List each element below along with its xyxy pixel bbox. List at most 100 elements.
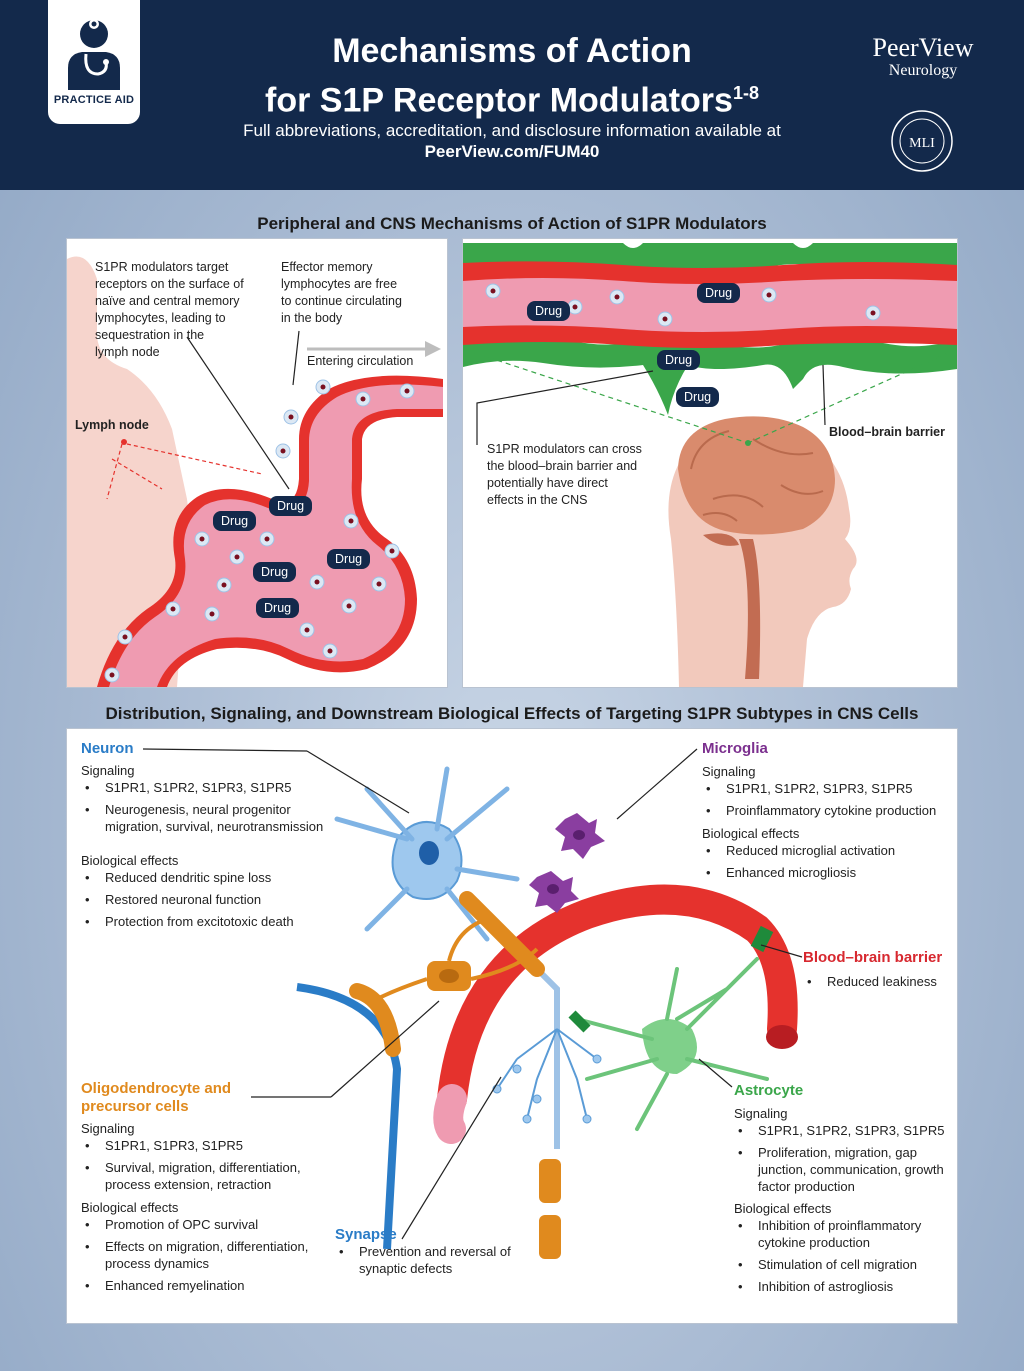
list-item: Reduced microglial activation: [702, 842, 952, 859]
list-item: Inhibition of astrogliosis: [734, 1278, 952, 1295]
cns-cells-illustration: [142, 748, 803, 1259]
effector-memory-text: Effector memory lymphocytes are free to …: [281, 259, 431, 327]
bbb-cross-line: potentially have direct: [487, 476, 608, 490]
bbb-illustration: [463, 243, 957, 687]
bbb-cross-text: S1PR modulators can cross the blood–brai…: [487, 441, 667, 509]
page-title: Mechanisms of Action for S1P Receptor Mo…: [200, 30, 824, 121]
oligo-effects-list: Promotion of OPC survival Effects on mig…: [81, 1216, 331, 1299]
sequestration-line: sequestration in the: [95, 328, 205, 342]
drug-badge: Drug: [697, 283, 741, 303]
drug-badge: Drug: [269, 496, 313, 516]
sequestration-text: S1PR modulators target receptors on the …: [95, 259, 265, 361]
brand-name: PeerView: [872, 33, 974, 62]
oligo-effects-label: Biological effects: [81, 1200, 179, 1215]
microglia-signaling-list: S1PR1, S1PR2, S1PR3, S1PR5 Proinflammato…: [702, 780, 952, 824]
subtitle: Full abbreviations, accreditation, and d…: [150, 120, 874, 162]
bbb-title: Blood–brain barrier: [803, 949, 943, 966]
list-item: S1PR1, S1PR2, S1PR3, S1PR5: [734, 1122, 952, 1139]
list-item: Proinflammatory cytokine production: [702, 802, 952, 819]
drug-badge: Drug: [676, 387, 720, 407]
list-item: Reduced leakiness: [803, 973, 953, 990]
list-item: Effects on migration, differentiation, p…: [81, 1238, 331, 1272]
list-item: Survival, migration, differentiation, pr…: [81, 1159, 321, 1193]
title-line-2: for S1P Receptor Modulators1-8: [200, 72, 824, 121]
bbb-effects-list: Reduced leakiness: [803, 973, 953, 995]
sequestration-line: lymph node: [95, 345, 160, 359]
seal-text: MLI: [909, 136, 935, 151]
mli-seal-icon: MLI: [891, 110, 953, 172]
astrocyte-effects-list: Inhibition of proinflammatory cytokine p…: [734, 1217, 952, 1300]
bbb-cross-line: effects in the CNS: [487, 493, 588, 507]
oligodendrocyte-title-line: precursor cells: [81, 1098, 189, 1115]
synapse-effects-list: Prevention and reversal of synaptic defe…: [335, 1243, 535, 1282]
drug-badge: Drug: [527, 301, 571, 321]
list-item: Prevention and reversal of synaptic defe…: [335, 1243, 535, 1277]
blood-brain-barrier-panel: Drug Drug Drug Drug S1PR modulators can …: [462, 238, 958, 688]
list-item: Restored neuronal function: [81, 891, 331, 908]
peerview-logo: PeerView Neurology: [858, 34, 988, 80]
list-item: Reduced dendritic spine loss: [81, 869, 331, 886]
list-item: S1PR1, S1PR2, S1PR3, S1PR5: [702, 780, 952, 797]
list-item: Enhanced microgliosis: [702, 864, 952, 881]
subtitle-link[interactable]: PeerView.com/FUM40: [150, 141, 874, 162]
drug-badge: Drug: [256, 598, 300, 618]
sequestration-line: receptors on the surface of: [95, 277, 244, 291]
bbb-cross-line: the blood–brain barrier and: [487, 459, 638, 473]
astrocyte-effects-label: Biological effects: [734, 1201, 832, 1216]
drug-badge: Drug: [253, 562, 297, 582]
list-item: S1PR1, S1PR2, S1PR3, S1PR5: [81, 779, 331, 796]
cns-section-title: Distribution, Signaling, and Downstream …: [105, 704, 919, 723]
effector-line: in the body: [281, 311, 343, 325]
effector-line: Effector memory: [281, 260, 373, 274]
oligodendrocyte-title: Oligodendrocyte and precursor cells: [81, 1080, 231, 1116]
entering-circulation-label: Entering circulation: [307, 354, 414, 368]
sequestration-line: naïve and central memory: [95, 294, 240, 308]
astrocyte-title: Astrocyte: [734, 1082, 804, 1099]
list-item: Enhanced remyelination: [81, 1277, 331, 1294]
list-item: Protection from excitotoxic death: [81, 913, 331, 930]
sequestration-line: lymphocytes, leading to: [95, 311, 226, 325]
microglia-title: Microglia: [702, 740, 768, 757]
synapse-title: Synapse: [335, 1226, 397, 1243]
neuron-effects-label: Biological effects: [81, 853, 179, 868]
effector-line: to continue circulating: [281, 294, 402, 308]
bbb-label: Blood–brain barrier: [829, 425, 945, 439]
list-item: S1PR1, S1PR3, S1PR5: [81, 1137, 321, 1154]
lymph-node-illustration: [67, 256, 443, 687]
astrocyte-signaling-label: Signaling: [734, 1106, 788, 1121]
list-item: Proliferation, migration, gap junction, …: [734, 1144, 952, 1195]
title-reference: 1-8: [732, 83, 759, 103]
drug-badge: Drug: [657, 350, 701, 370]
cns-cells-panel: Neuron Signaling S1PR1, S1PR2, S1PR3, S1…: [66, 728, 958, 1324]
badge-label: PRACTICE AID: [53, 94, 135, 106]
subtitle-link-text[interactable]: PeerView.com/FUM40: [424, 142, 600, 161]
lymph-node-panel: S1PR modulators target receptors on the …: [66, 238, 448, 688]
practice-aid-badge: PRACTICE AID: [48, 0, 140, 124]
list-item: Neurogenesis, neural progenitor migratio…: [81, 801, 331, 835]
microglia-effects-label: Biological effects: [702, 826, 800, 841]
list-item: Inhibition of proinflammatory cytokine p…: [734, 1217, 952, 1251]
drug-badge: Drug: [327, 549, 371, 569]
microglia-effects-list: Reduced microglial activation Enhanced m…: [702, 842, 952, 886]
neuron-signaling-label: Signaling: [81, 763, 135, 778]
doctor-icon: [68, 19, 120, 90]
brand-sub: Neurology: [888, 62, 958, 79]
list-item: Promotion of OPC survival: [81, 1216, 331, 1233]
peripheral-section-title: Peripheral and CNS Mechanisms of Action …: [257, 214, 767, 233]
sequestration-line: S1PR modulators target: [95, 260, 229, 274]
subtitle-line-1: Full abbreviations, accreditation, and d…: [243, 121, 781, 140]
lymph-node-label: Lymph node: [75, 418, 149, 432]
effector-line: lymphocytes are free: [281, 277, 398, 291]
title-line-1: Mechanisms of Action: [332, 32, 692, 70]
list-item: Stimulation of cell migration: [734, 1256, 952, 1273]
title-line-2-text: for S1P Receptor Modulators: [265, 81, 733, 120]
header-banner: PRACTICE AID Mechanisms of Action for S1…: [0, 0, 1024, 190]
neuron-title: Neuron: [81, 740, 134, 757]
oligo-signaling-list: S1PR1, S1PR3, S1PR5 Survival, migration,…: [81, 1137, 321, 1198]
bbb-cross-line: S1PR modulators can cross: [487, 442, 642, 456]
microglia-signaling-label: Signaling: [702, 764, 756, 779]
neuron-signaling-list: S1PR1, S1PR2, S1PR3, S1PR5 Neurogenesis,…: [81, 779, 331, 840]
drug-badge: Drug: [213, 511, 257, 531]
neuron-effects-list: Reduced dendritic spine loss Restored ne…: [81, 869, 331, 935]
astrocyte-signaling-list: S1PR1, S1PR2, S1PR3, S1PR5 Proliferation…: [734, 1122, 952, 1200]
